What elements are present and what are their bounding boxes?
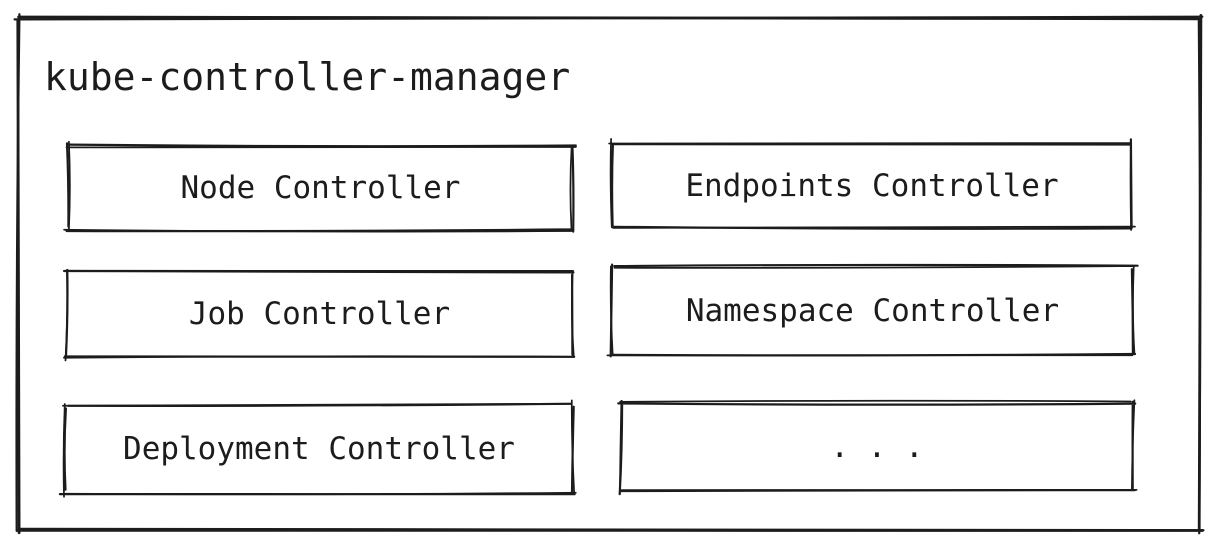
box-label: Namespace Controller [685,292,1060,329]
box-deployment-controller: Deployment Controller [58,399,577,498]
box-label: Deployment Controller [123,430,515,467]
box-label: Job Controller [188,296,451,332]
box-label: Node Controller [180,169,461,206]
box-endpoints-controller: Endpoints Controller [608,138,1136,231]
diagram-title: kube-controller-manager [44,55,571,99]
box-label: Endpoints Controller [685,167,1059,204]
box-namespace-controller: Namespace Controller [606,263,1139,358]
box-node-controller: Node Controller [63,140,577,233]
box-more-controllers: . . . [617,399,1138,496]
box-label: . . . [830,428,924,465]
box-job-controller: Job Controller [62,268,576,362]
